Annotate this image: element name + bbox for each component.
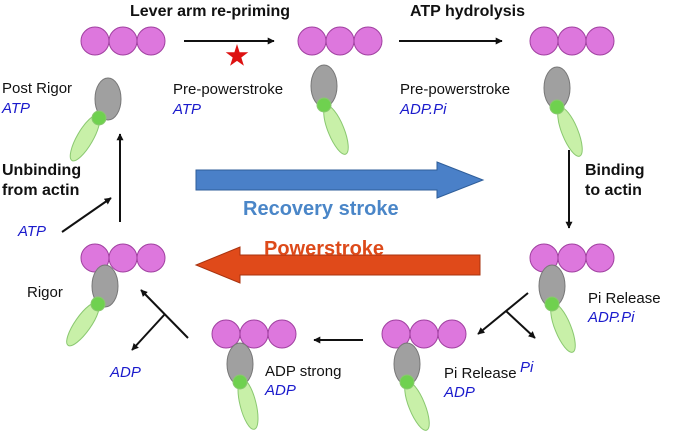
actin-bead [267, 319, 297, 349]
actin-bead [529, 26, 559, 56]
nucleotide-pi-release-1: ADP.Pi [587, 309, 635, 326]
myosin-pi-release-2 [393, 342, 430, 431]
recovery-stroke-label: Recovery stroke [243, 198, 399, 220]
label-unbinding-line-1: Unbinding [2, 162, 81, 179]
state-label-pre-powerstroke-adppi: Pre-powerstroke [400, 81, 510, 98]
star-icon [225, 44, 249, 66]
myosin-post-rigor [69, 77, 122, 162]
actin-bead [80, 26, 110, 56]
label-atp-hydrolysis: ATP hydrolysis [410, 3, 525, 20]
myosin-pi-release-1 [538, 264, 576, 353]
actin-bead [557, 26, 587, 56]
state-label-pi-release-2: Pi Release [444, 365, 517, 382]
motor-domain [94, 77, 122, 121]
actin-bead [325, 26, 355, 56]
product-atp-in: ATP [17, 223, 46, 240]
converter-domain [399, 374, 415, 390]
converter-domain [544, 296, 560, 312]
actin-bead [409, 319, 439, 349]
converter-domain [91, 110, 107, 126]
product-adp-out: ADP [109, 364, 141, 381]
actin-filament-rigor [80, 243, 166, 273]
actin-filament-adp-strong [211, 319, 297, 349]
state-label-pi-release-1: Pi Release [588, 290, 661, 307]
arrow-pi-out [505, 310, 536, 339]
actin-filament-top-center [297, 26, 383, 56]
state-label-rigor: Rigor [27, 284, 63, 301]
state-label-post-rigor: Post Rigor [2, 80, 72, 97]
actin-bead [437, 319, 467, 349]
myosin-pre-powerstroke-adppi [543, 66, 583, 157]
converter-domain [90, 296, 106, 312]
actin-filament-top-right [529, 26, 615, 56]
actin-filament-pi-release-1 [529, 243, 615, 273]
actin-filament-top-left [80, 26, 166, 56]
actin-filament-pi-release-2 [381, 319, 467, 349]
nucleotide-pre-powerstroke-adppi: ADP.Pi [399, 101, 447, 118]
nucleotide-post-rigor: ATP [1, 100, 30, 117]
actin-bead [108, 243, 138, 273]
myosin-adp-strong [226, 342, 259, 430]
actin-bead [108, 26, 138, 56]
myosin-pre-powerstroke-atp [310, 64, 349, 155]
nucleotide-adp-strong: ADP [264, 382, 296, 399]
actin-bead [297, 26, 327, 56]
nucleotide-pi-release-2: ADP [443, 384, 475, 401]
label-lever-arm-repriming: Lever arm re-priming [130, 3, 290, 20]
powerstroke-label: Powerstroke [264, 238, 384, 260]
label-binding-line-1: Binding [585, 162, 645, 179]
state-label-adp-strong: ADP strong [265, 363, 341, 380]
converter-domain [232, 374, 248, 390]
nucleotide-pre-powerstroke-atp: ATP [172, 101, 201, 118]
actin-bead [353, 26, 383, 56]
myosin-rigor [66, 264, 119, 347]
actin-bead [136, 243, 166, 273]
state-label-pre-powerstroke-atp: Pre-powerstroke [173, 81, 283, 98]
powerstroke-arrow [194, 246, 481, 284]
actin-bead [585, 243, 615, 273]
converter-domain [316, 97, 332, 113]
arrow-adp-out [131, 313, 166, 351]
product-pi-out: Pi [520, 359, 534, 376]
arrow-atp-in [61, 197, 112, 233]
actin-bead [557, 243, 587, 273]
actin-bead [585, 26, 615, 56]
converter-domain [549, 99, 565, 115]
label-binding-line-2: to actin [585, 182, 642, 199]
motor-domain [91, 264, 119, 308]
recovery-stroke-arrow [195, 161, 485, 199]
arrow-pi-release-main [477, 292, 529, 335]
actin-bead [136, 26, 166, 56]
label-unbinding-line-2: from actin [2, 182, 79, 199]
